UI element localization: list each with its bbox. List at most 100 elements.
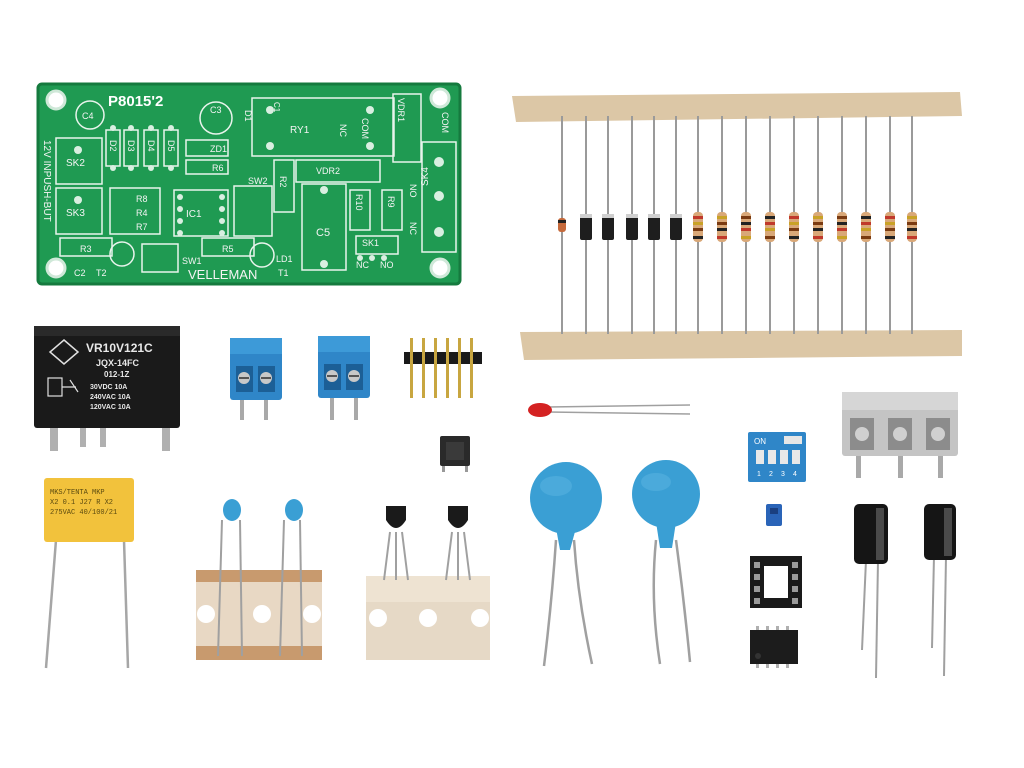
relay-rating-2: 240VAC 10A bbox=[90, 394, 131, 401]
resistor bbox=[741, 212, 751, 242]
relay: VR10V121C JQX-14FC 012-1Z 30VDC 10A 240V… bbox=[34, 326, 180, 451]
electrolytic-capacitor-left bbox=[854, 504, 888, 679]
pcb-label-r10: R10 bbox=[354, 194, 364, 211]
pcb-label-vdr1: VDR1 bbox=[396, 98, 406, 122]
pcb-label-c5: C5 bbox=[316, 227, 330, 239]
dip-on-label: ON bbox=[754, 437, 766, 446]
pcb-label-vdr2: VDR2 bbox=[316, 166, 340, 176]
header-pin bbox=[422, 338, 425, 398]
pcb-side-label: 12V INPUSH-BUT bbox=[41, 140, 52, 222]
jumper bbox=[766, 504, 782, 526]
pcb-brand: VELLEMAN bbox=[188, 267, 257, 282]
varistor-right bbox=[632, 460, 700, 665]
pcb-label-r6: R6 bbox=[212, 163, 224, 173]
pcb-label-c3: C3 bbox=[210, 105, 222, 115]
resistor bbox=[861, 212, 871, 242]
zener-diode bbox=[558, 218, 566, 232]
header-pin bbox=[434, 338, 437, 398]
pcb-label-d3: D3 bbox=[126, 140, 136, 152]
pcb-label-c4: C4 bbox=[82, 111, 94, 121]
resistor bbox=[789, 212, 799, 242]
dip-number-4: 4 bbox=[793, 471, 797, 478]
pcb-label-c2: C2 bbox=[74, 268, 86, 278]
terminal-block-left bbox=[230, 338, 282, 420]
pcb-label-ry1: RY1 bbox=[290, 125, 310, 136]
relay-rating-3: 120VAC 10A bbox=[90, 404, 131, 411]
pcb-label-t2: T2 bbox=[96, 268, 107, 278]
diode bbox=[580, 214, 592, 240]
x-capacitor-line-3: 275VAC 40/100/21 bbox=[50, 509, 117, 517]
pcb-label-r7: R7 bbox=[136, 222, 148, 232]
pcb-label-c1: C1 bbox=[272, 102, 281, 113]
pcb-label-sw1: SW1 bbox=[182, 256, 202, 266]
relay-symbol-icon bbox=[47, 377, 79, 397]
push-button bbox=[440, 436, 470, 472]
pcb-label-r8: R8 bbox=[136, 194, 148, 204]
header-pin bbox=[410, 338, 413, 398]
relay-model: VR10V121C bbox=[86, 341, 153, 355]
pcb-label-r2: R2 bbox=[278, 176, 288, 188]
pcb-label-com-top: COM bbox=[440, 112, 450, 133]
terminal-block-right bbox=[318, 336, 370, 420]
ic-chip bbox=[750, 626, 798, 668]
pcb-label-ld1: LD1 bbox=[276, 254, 293, 264]
header-pin bbox=[458, 338, 461, 398]
pcb-label-r3: R3 bbox=[80, 244, 92, 254]
ceramic-capacitors-card bbox=[196, 499, 322, 660]
header-pin bbox=[446, 338, 449, 398]
pcb-label-com-mid: COM bbox=[360, 118, 370, 139]
relay-sub: 012-1Z bbox=[104, 370, 129, 379]
pcb-label-r5: R5 bbox=[222, 244, 234, 254]
header-pin bbox=[470, 338, 473, 398]
dip-number-2: 2 bbox=[769, 471, 773, 478]
dip-number-1: 1 bbox=[757, 471, 761, 478]
pcb-label-ic1: IC1 bbox=[186, 209, 202, 220]
resistor bbox=[693, 212, 703, 242]
diode bbox=[648, 214, 660, 240]
pcb-label-sk2: SK2 bbox=[66, 158, 85, 169]
led bbox=[528, 403, 691, 417]
pcb-label-no-bottom: NO bbox=[380, 260, 394, 270]
resistor bbox=[765, 212, 775, 242]
relay-rating-1: 30VDC 10A bbox=[90, 384, 127, 391]
pcb-label-sk4: SK4 bbox=[420, 167, 431, 186]
pcb-label-r4: R4 bbox=[136, 208, 148, 218]
pcb-label-sw2: SW2 bbox=[248, 176, 268, 186]
pcb-label-nc-bottom: NC bbox=[356, 260, 369, 270]
x-capacitor-line-2: X2 0.1 J27 R X2 bbox=[50, 499, 113, 507]
pcb-label-d5: D5 bbox=[166, 140, 176, 152]
pcb-label-d2: D2 bbox=[108, 140, 118, 152]
resistor bbox=[717, 212, 727, 242]
electrolytic-capacitor-right bbox=[924, 504, 956, 677]
relay-part: JQX-14FC bbox=[96, 358, 140, 368]
terminal-block-grey bbox=[842, 392, 958, 478]
pcb-label-d1: D1 bbox=[243, 110, 253, 122]
dip-number-3: 3 bbox=[781, 471, 785, 478]
pcb-label-d4: D4 bbox=[146, 140, 156, 152]
ic-socket bbox=[750, 556, 802, 608]
diode bbox=[670, 214, 682, 240]
pcb-label-r9: R9 bbox=[386, 196, 396, 208]
pcb-label-sk3: SK3 bbox=[66, 208, 85, 219]
diode bbox=[626, 214, 638, 240]
x-capacitor: MKS/TENTA MKP X2 0.1 J27 R X2 275VAC 40/… bbox=[44, 478, 134, 669]
pcb-label-nc-right: NC bbox=[408, 222, 418, 235]
varistor-left bbox=[530, 462, 602, 667]
x-capacitor-line-1: MKS/TENTA MKP bbox=[50, 489, 105, 497]
pcb-code: P8015'2 bbox=[108, 93, 163, 110]
pcb-label-nc-mid: NC bbox=[338, 124, 348, 137]
dip-switch: ON 1 2 3 4 bbox=[748, 432, 806, 482]
resistor bbox=[885, 212, 895, 242]
pcb-label-sk1: SK1 bbox=[362, 238, 379, 248]
transistors-card bbox=[366, 506, 490, 660]
pcb-label-zd1: ZD1 bbox=[210, 144, 227, 154]
diode bbox=[602, 214, 614, 240]
pcb-label-t1: T1 bbox=[278, 268, 289, 278]
resistor bbox=[837, 212, 847, 242]
resistor bbox=[813, 212, 823, 242]
circuit-board: P8015'2 VELLEMAN 12V INPUSH-BUT C4 C3 D1… bbox=[36, 82, 462, 286]
pin-header bbox=[404, 338, 482, 398]
resistor bbox=[907, 212, 917, 242]
pcb-label-no-right: NO bbox=[408, 184, 418, 198]
